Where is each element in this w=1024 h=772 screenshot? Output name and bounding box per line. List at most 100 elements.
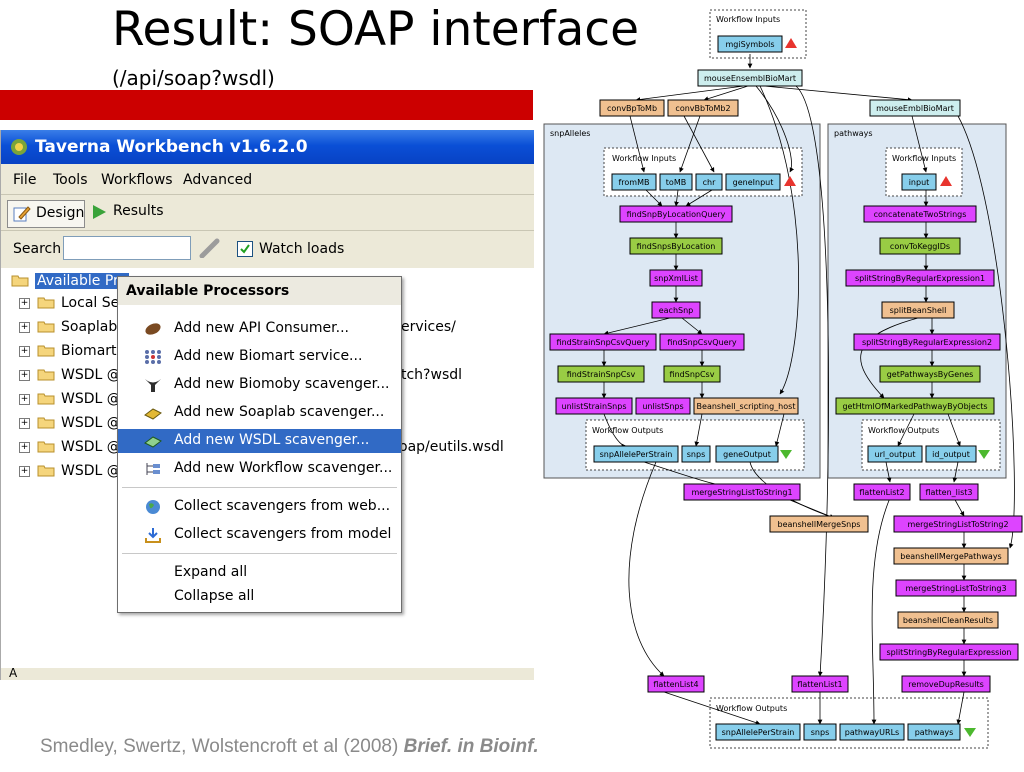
search-input[interactable]: [63, 236, 191, 260]
node-url-output[interactable]: [867, 445, 923, 463]
node-label: splitStringByRegularExpression2: [862, 338, 992, 347]
tree-row[interactable]: + Local Ser: [1, 292, 534, 314]
menu-item-soaplab[interactable]: Add new Soaplab scavenger...: [118, 401, 401, 425]
node-flattenlist4[interactable]: [647, 675, 705, 693]
menu-tools[interactable]: Tools: [53, 172, 88, 188]
tree-row[interactable]: + WSDL @: [1, 412, 534, 434]
node-geneinput[interactable]: [725, 173, 781, 191]
menu-item-label: Add new Biomoby scavenger...: [174, 376, 390, 392]
node-snpalleleperstrain-inner[interactable]: [593, 445, 679, 463]
menu-item-expand-all[interactable]: Expand all: [118, 561, 401, 585]
tree-row[interactable]: + WSDL @: [1, 388, 534, 410]
workflow-edges: [601, 54, 1015, 725]
node-snps-out[interactable]: [803, 723, 837, 741]
node-snps-inner[interactable]: [681, 445, 711, 463]
expand-icon[interactable]: +: [19, 370, 30, 381]
soaplab-icon: [144, 408, 162, 420]
node-beanshellmergepathways[interactable]: [893, 547, 1009, 565]
node-tomb[interactable]: [659, 173, 693, 191]
node-splitstringbyregularexpression1[interactable]: [845, 269, 995, 287]
tree-row[interactable]: + Biomart s: [1, 340, 534, 362]
menu-item-api-consumer[interactable]: Add new API Consumer...: [118, 317, 401, 341]
node-id-output[interactable]: [925, 445, 977, 463]
expand-icon[interactable]: +: [19, 322, 30, 333]
expand-icon[interactable]: +: [19, 394, 30, 405]
node-mouseensemblbiomart[interactable]: [697, 69, 803, 87]
search-wand-icon[interactable]: [199, 238, 223, 258]
design-pencil-icon: [13, 206, 31, 222]
node-convbbtomb2[interactable]: [667, 99, 739, 117]
window-titlebar[interactable]: Taverna Workbench v1.6.2.0: [1, 130, 534, 164]
node-findstrainsnpcsv[interactable]: [557, 365, 645, 383]
tab-design[interactable]: Design: [7, 200, 85, 228]
menu-item-biomart[interactable]: Add new Biomart service...: [118, 345, 401, 369]
menu-item-collect-web[interactable]: Collect scavengers from web...: [118, 495, 401, 519]
node-frommb[interactable]: [611, 173, 657, 191]
node-eachsnp[interactable]: [651, 301, 701, 319]
node-label: geneInput: [733, 178, 774, 187]
node-unliststrainsnps[interactable]: [555, 397, 633, 415]
expand-icon[interactable]: +: [19, 442, 30, 453]
node-convbptomb[interactable]: [599, 99, 665, 117]
node-flatten-list3[interactable]: [919, 483, 979, 501]
menu-separator: [122, 487, 397, 488]
node-snpalleleperstrain-out[interactable]: [715, 723, 801, 741]
menu-workflows[interactable]: Workflows: [101, 172, 173, 188]
node-splitbeanshell[interactable]: [881, 301, 955, 319]
tree-row[interactable]: Available Pro: [1, 270, 534, 292]
node-snpxmllist[interactable]: [649, 269, 703, 287]
node-flattenlist2[interactable]: [853, 483, 911, 501]
tree-row[interactable]: + WSDL @ oap/eutils.wsdl: [1, 436, 534, 458]
watch-loads-label: Watch loads: [259, 241, 345, 257]
status-text: A: [9, 666, 18, 680]
node-mouseemblbiomart[interactable]: [869, 99, 961, 117]
search-label: Search: [13, 241, 62, 257]
node-beanshellcleanresults[interactable]: [897, 611, 999, 629]
node-findsnpbylocationquery[interactable]: [619, 205, 733, 223]
menu-item-workflow[interactable]: Add new Workflow scavenger...: [118, 457, 401, 481]
node-findsnpcsv[interactable]: [663, 365, 721, 383]
node-splitstringbyregularexpression[interactable]: [879, 643, 1019, 661]
tree-row[interactable]: + Soaplab s ervices/: [1, 316, 534, 338]
node-removedupresults[interactable]: [901, 675, 991, 693]
node-splitstringbyregularexpression2[interactable]: [853, 333, 1001, 351]
node-mergestringlisttostring2[interactable]: [893, 515, 1023, 533]
node-geneoutput[interactable]: [715, 445, 779, 463]
node-mgisymbols[interactable]: [717, 35, 783, 53]
node-getpathwaysbygenes[interactable]: [879, 365, 981, 383]
expand-icon[interactable]: +: [19, 298, 30, 309]
node-input[interactable]: [901, 173, 937, 191]
expand-icon[interactable]: +: [19, 418, 30, 429]
node-chr[interactable]: [695, 173, 723, 191]
node-gethtmlofmarkedpathwaybyobjects[interactable]: [835, 397, 995, 415]
node-findstrainsnpcsvquery[interactable]: [549, 333, 657, 351]
node-concatenatetwostrings[interactable]: [863, 205, 977, 223]
node-pathways-out[interactable]: [907, 723, 961, 741]
node-label: mergeStringListToString1: [691, 488, 792, 497]
node-flattenlist1[interactable]: [791, 675, 849, 693]
node-label: mergeStringListToString3: [905, 584, 1006, 593]
menu-item-wsdl[interactable]: Add new WSDL scavenger...: [118, 429, 401, 453]
tree-row[interactable]: + WSDL @: [1, 460, 534, 482]
menu-item-label: Expand all: [174, 564, 248, 580]
expand-icon[interactable]: +: [19, 466, 30, 477]
node-findsnpsbylocation[interactable]: [629, 237, 723, 255]
node-convtokeggids[interactable]: [879, 237, 961, 255]
node-pathwayurls[interactable]: [839, 723, 905, 741]
menu-item-collect-model[interactable]: Collect scavengers from model: [118, 523, 401, 547]
menu-item-biomoby[interactable]: Add new Biomoby scavenger...: [118, 373, 401, 397]
node-findsnpcsvquery[interactable]: [659, 333, 745, 351]
tree-row[interactable]: + WSDL @ tch?wsdl: [1, 364, 534, 386]
menu-advanced[interactable]: Advanced: [183, 172, 253, 188]
node-beanshell-scripting-host[interactable]: [693, 397, 799, 415]
node-unlistsnps[interactable]: [635, 397, 691, 415]
menu-file[interactable]: File: [13, 172, 37, 188]
workflow-nodes: mgiSymbols mouseEnsemblBioMart convBpToM…: [549, 35, 1023, 741]
menu-item-collapse-all[interactable]: Collapse all: [118, 585, 401, 609]
watch-loads-checkbox[interactable]: [237, 241, 253, 257]
node-beanshellmergesnps[interactable]: [769, 515, 869, 533]
node-mergestringlisttostring1[interactable]: [683, 483, 801, 501]
expand-icon[interactable]: +: [19, 346, 30, 357]
node-mergestringlisttostring3[interactable]: [895, 579, 1017, 597]
status-bar: A: [1, 666, 534, 680]
